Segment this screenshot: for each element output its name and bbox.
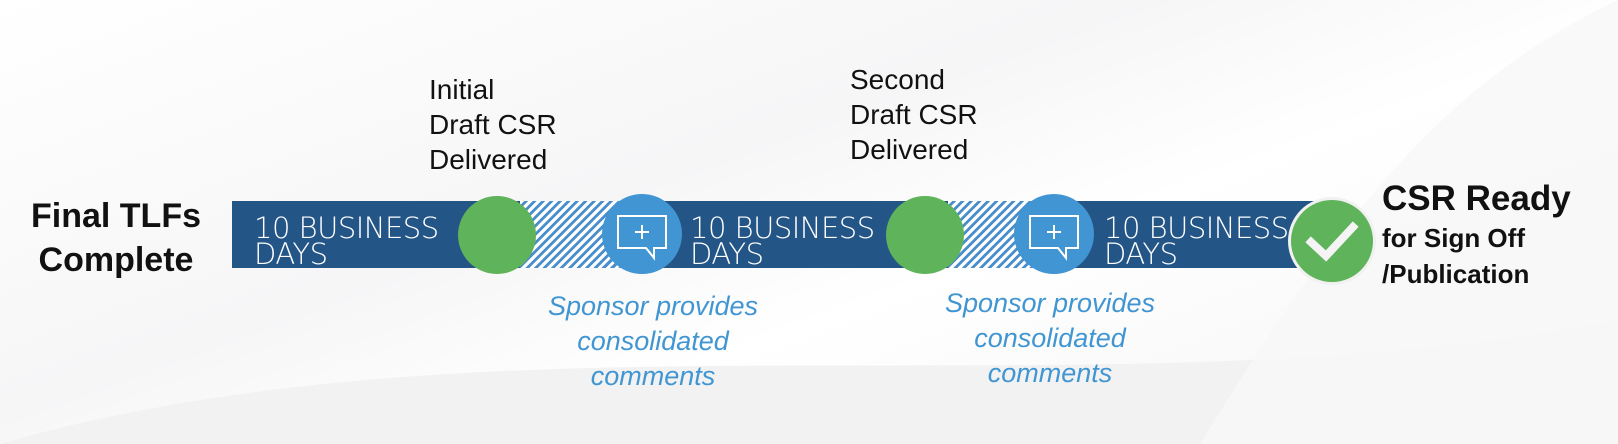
segment-line: 10 BUSINESS	[690, 211, 875, 245]
sponsor-note-1: Sponsor provides consolidated comments	[513, 289, 793, 394]
milestone-line: Second	[850, 64, 945, 95]
comment-add-icon	[602, 194, 682, 274]
milestone-line: Draft CSR	[429, 109, 557, 140]
end-label-line2: for Sign Off	[1382, 223, 1525, 253]
sponsor-note-2: Sponsor provides consolidated comments	[910, 286, 1190, 391]
milestone-line: Delivered	[850, 134, 969, 165]
end-label-line1: CSR Ready	[1382, 179, 1571, 218]
comment-add-icon	[1014, 194, 1094, 274]
segment-line: DAYS	[690, 237, 764, 271]
segment-label-3: 10 BUSINESS DAYS	[1104, 211, 1289, 271]
segment-line: 10 BUSINESS	[1104, 211, 1289, 245]
end-label: CSR Ready for Sign Off /Publication	[1382, 178, 1571, 292]
milestone-line: Draft CSR	[850, 99, 978, 130]
start-label-line1: Final TLFs	[31, 197, 201, 235]
segment-line: DAYS	[254, 237, 328, 271]
sponsor-line: comments	[987, 358, 1113, 388]
milestone-marker-2	[886, 196, 964, 274]
checkmark-icon	[1291, 200, 1373, 282]
sponsor-line: consolidated	[974, 323, 1126, 353]
start-label: Final TLFs Complete	[18, 194, 214, 282]
start-label-line2: Complete	[38, 241, 194, 279]
segment-line: DAYS	[1104, 237, 1178, 271]
milestone-second-draft: Second Draft CSR Delivered	[850, 62, 978, 167]
milestone-marker-1	[458, 196, 536, 274]
segment-label-2: 10 BUSINESS DAYS	[690, 211, 875, 271]
end-label-line3: /Publication	[1382, 259, 1530, 289]
segment-label-1: 10 BUSINESS DAYS	[254, 211, 439, 271]
segment-line: 10 BUSINESS	[254, 211, 439, 245]
sponsor-line: Sponsor provides	[944, 288, 1156, 318]
milestone-line: Initial	[429, 74, 495, 105]
milestone-initial-draft: Initial Draft CSR Delivered	[429, 72, 557, 177]
sponsor-line: Sponsor provides	[547, 291, 759, 321]
milestone-line: Delivered	[429, 144, 548, 175]
timeline-bar	[232, 201, 1322, 268]
sponsor-line: consolidated	[577, 326, 729, 356]
sponsor-line: comments	[590, 361, 716, 391]
